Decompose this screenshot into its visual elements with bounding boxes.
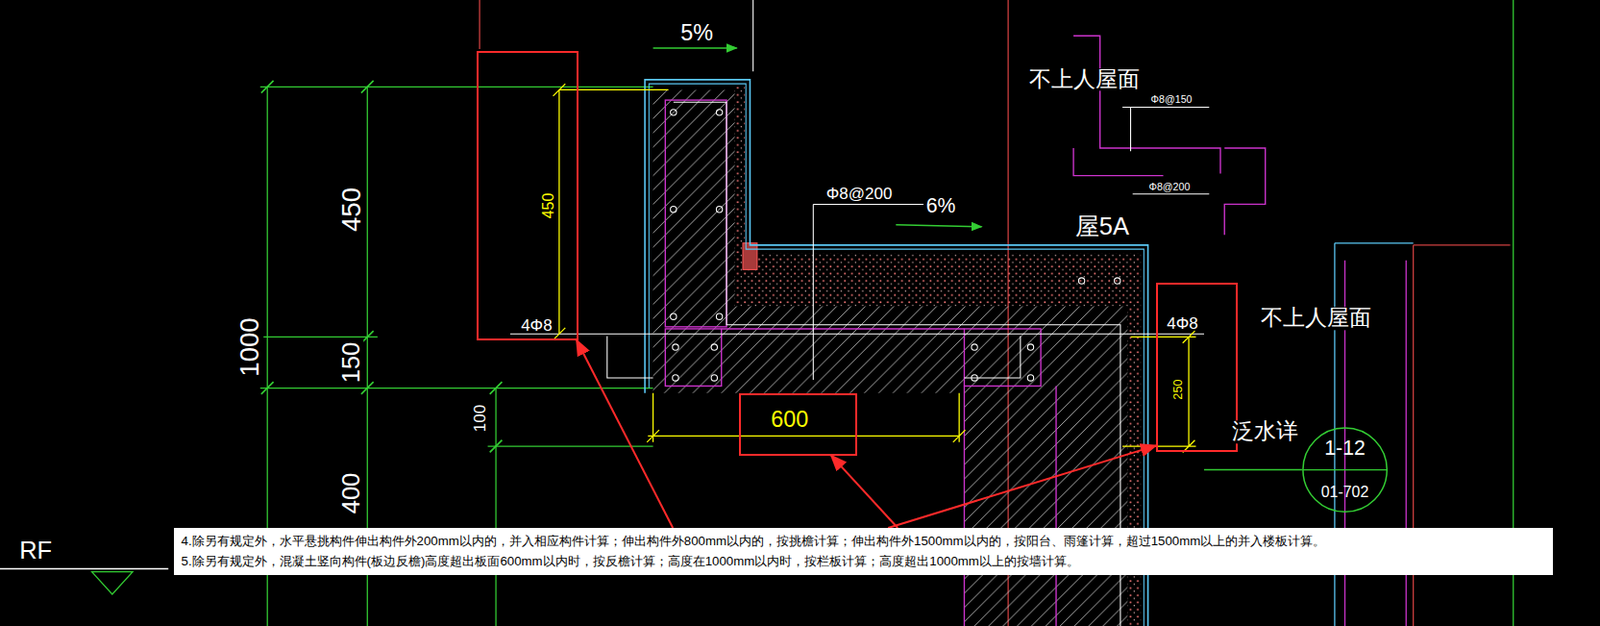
slope-arrows <box>653 47 738 49</box>
rebar-lines <box>711 344 717 350</box>
grid-lines <box>478 0 480 50</box>
rebar-lines <box>672 344 679 350</box>
rebar-cage <box>1073 35 1266 235</box>
grid-lines <box>752 0 754 72</box>
rebar-lines <box>1114 277 1121 284</box>
dimension-text: 450 <box>339 185 367 234</box>
rebar-callout: Φ8@200 <box>824 184 895 201</box>
level-mark <box>0 567 169 594</box>
yellow-dimensions <box>553 83 1197 452</box>
dimension-lines <box>494 388 496 626</box>
rebar-lines <box>510 333 1205 335</box>
level-mark <box>0 567 169 569</box>
rebar-lines <box>1078 277 1084 284</box>
concrete-section <box>742 243 758 271</box>
dimension-lines <box>260 86 654 88</box>
level-mark <box>92 571 133 594</box>
slope-label: 6% <box>924 196 959 217</box>
roof-note: 不上人屋面 <box>1258 307 1374 330</box>
dimension-text: 100 <box>471 402 489 434</box>
rebar-lines <box>670 206 677 213</box>
roof-type-label: 屋5A <box>1073 214 1132 239</box>
detail-reference-label: 泛水详 <box>1230 419 1301 443</box>
yellow-dimensions <box>1122 330 1196 452</box>
rebar-lines <box>1122 107 1209 195</box>
rebar-lines <box>672 374 679 381</box>
rebar-lines <box>711 374 717 381</box>
circle-outline <box>1303 427 1387 512</box>
sheet-number: 01-702 <box>1321 484 1370 500</box>
detail-index-circle: 1-12 01-702 <box>1302 426 1388 513</box>
rebar-lines <box>715 109 722 116</box>
highlight-box: 600 <box>738 393 858 456</box>
rule-note: 5.除另有规定外，混凝土竖向构件(板边反檐)高度超出板面600mm以内时，按反檐… <box>181 551 1547 572</box>
dimension-text: 600 <box>770 409 809 432</box>
yellow-dimensions <box>646 393 965 443</box>
slope-arrows <box>653 48 983 227</box>
highlight-box: 4Φ8 250 <box>1156 282 1238 452</box>
rule-note-box: 4.除另有规定外，水平悬挑构件伸出构件外200mm以内的，并入相应构件计算；伸出… <box>173 527 1554 575</box>
dimension-lines <box>260 336 378 338</box>
dimension-text: 400 <box>340 470 365 517</box>
yellow-dimensions <box>553 83 669 341</box>
rebar-callout: 4Φ8 <box>1166 315 1198 332</box>
rebar-lines <box>715 206 722 213</box>
rebar-callout: Φ8@200 <box>1146 181 1192 193</box>
pointer-arrow <box>576 340 673 528</box>
dimension-lines <box>488 444 654 446</box>
dimension-text: 450 <box>541 193 557 220</box>
rebar-lines <box>1027 344 1034 350</box>
pointer-arrow <box>831 455 898 528</box>
rebar-callout: Φ8@150 <box>1149 94 1195 105</box>
level-label: RF <box>17 539 54 564</box>
rebar-lines <box>607 335 1021 378</box>
rebar-cage <box>664 99 727 327</box>
rebar-cage <box>664 328 721 386</box>
dimension-text: 250 <box>1172 379 1185 400</box>
dimension-lines <box>261 80 503 453</box>
rebar-cage <box>721 328 1057 626</box>
circle-divider <box>1303 468 1387 470</box>
rebar-lines <box>971 344 978 350</box>
rebar-lines <box>1027 374 1034 381</box>
rule-note: 4.除另有规定外，水平悬挑构件伸出构件外200mm以内的，并入相应构件计算；伸出… <box>181 531 1547 552</box>
dimension-lines <box>260 387 654 389</box>
dimension-text: 150 <box>340 340 365 386</box>
slope-arrows <box>895 224 982 227</box>
rebar-lines <box>670 313 677 320</box>
roof-note: 不上人屋面 <box>1027 68 1142 91</box>
dimension-text: 1000 <box>236 315 264 378</box>
rebar-lines <box>670 109 677 116</box>
pointer-arrow <box>887 444 1157 528</box>
rebar-lines <box>715 313 722 320</box>
slope-label: 5% <box>678 22 715 45</box>
detail-number: 1-12 <box>1324 438 1365 459</box>
rebar-callout: 4Φ8 <box>520 316 552 333</box>
rebar-lines <box>812 203 924 380</box>
rebar-lines <box>971 374 978 381</box>
grid-lines <box>1204 468 1303 470</box>
highlight-box: 450 4Φ8 <box>476 50 579 341</box>
